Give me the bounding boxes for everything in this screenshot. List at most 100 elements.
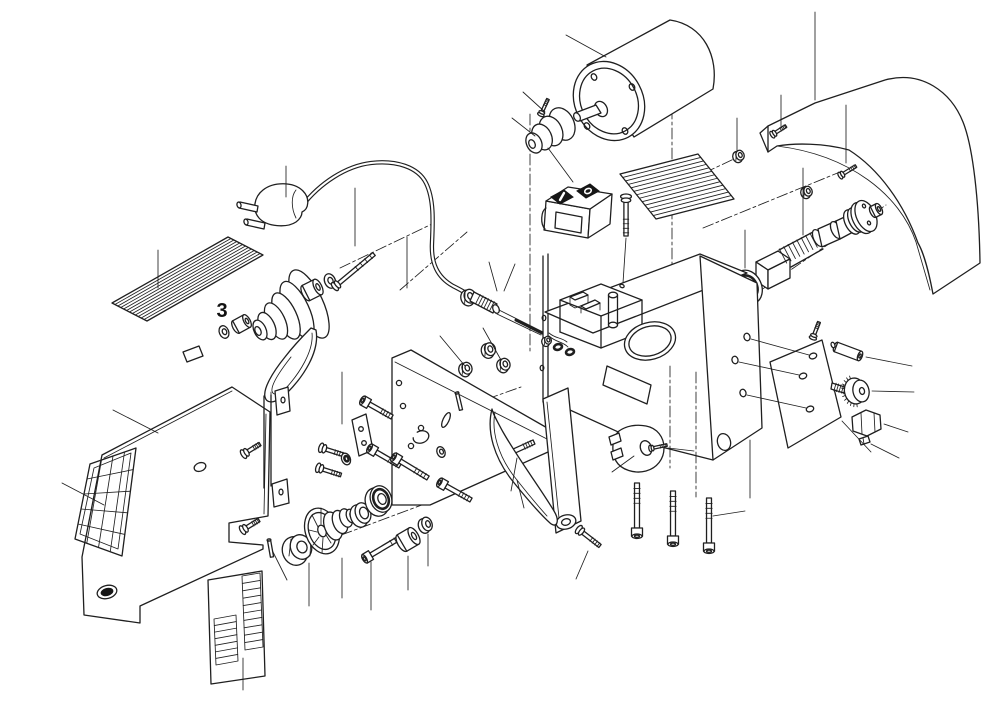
bushing-small-outer	[436, 446, 446, 458]
spindle-thread-bot	[790, 248, 824, 268]
pulley-shaft-thread	[368, 254, 373, 260]
side-cover-ridge	[103, 390, 233, 459]
gland-rod-dark	[514, 318, 544, 335]
cover-handle-dark	[100, 587, 114, 597]
bracket-bolt-thread	[522, 443, 526, 450]
panel-bolt-1-thread	[387, 412, 392, 419]
gland-rod-2	[496, 313, 542, 336]
gland-threads	[480, 296, 487, 307]
cover-screw-top-head-face	[242, 447, 250, 457]
gland-threads	[475, 294, 481, 304]
spoke	[321, 537, 324, 554]
locating-pin-2-front	[856, 350, 864, 362]
wall-hole-big	[716, 432, 732, 452]
guard-screw-1-head-face	[771, 129, 778, 137]
v-belt-long-inner	[493, 411, 548, 517]
locating-pin-1-body	[454, 391, 464, 412]
panel-bolt-1-socket	[360, 397, 365, 403]
leader-line	[112, 409, 159, 434]
ribbed-cover-plate-left-stripe	[123, 242, 241, 310]
cam-set-screw-thread	[663, 443, 665, 448]
guard-plate-hole-2	[798, 372, 808, 380]
panel-screw-2-thread	[335, 470, 338, 477]
spindle-threads	[778, 248, 788, 264]
guard-screw-2-thread	[850, 166, 853, 171]
spindle-threads	[787, 243, 796, 260]
spindle-nut-facet-1	[288, 538, 292, 557]
panel-bolt-1-thread	[382, 409, 387, 416]
belt-guard	[759, 76, 981, 295]
guard-screw-2-thread	[848, 167, 852, 172]
switch-recess	[554, 211, 583, 234]
cover-grille	[86, 459, 102, 544]
clamp-knob-knurl	[844, 397, 848, 401]
ribbed-cover-plate-right-stripe	[650, 191, 729, 213]
spec-label-block-b	[213, 614, 239, 666]
spec-label-line-b	[215, 654, 239, 659]
clamp-knob-knurl	[849, 375, 851, 380]
base-bolt-2-shaft	[669, 490, 677, 537]
motor-mount-bracket-edge	[546, 401, 560, 519]
pulley-set-screw-thread	[544, 100, 549, 104]
spindle-square-right	[767, 258, 791, 290]
spoke	[311, 514, 319, 528]
leader-line	[870, 443, 900, 459]
bracket-bolt-thread	[524, 442, 529, 449]
bracket-screw-thread	[589, 536, 594, 542]
spec-label-line-b	[213, 621, 237, 626]
ball-bearing-ring	[371, 487, 391, 511]
gland-threads	[478, 295, 484, 306]
base-screw-right-thread	[815, 325, 820, 328]
spacer-bushing-bore	[244, 317, 250, 325]
leader-line	[510, 457, 518, 492]
spacer-sleeve-front	[407, 526, 421, 546]
clamp-knob-knurl	[846, 400, 850, 404]
callout-label-3: 3	[216, 300, 227, 322]
guard-screw-1-thread	[779, 127, 783, 132]
clamp-knob-knurl	[841, 387, 845, 390]
spindle-stub-bore	[876, 206, 882, 212]
cover-screw-top-thread	[255, 443, 259, 449]
hinge-bracket-top-hole	[280, 396, 286, 404]
ribbed-cover-plate-left-stripe	[120, 241, 238, 308]
panel-screw-2-thread	[338, 471, 341, 478]
cover-grille-inner	[79, 452, 132, 550]
ribbed-cover-plate-left-stripe	[117, 239, 235, 307]
bracket-screw-thread	[596, 542, 601, 548]
diagram-art	[61, 11, 981, 691]
switch-screw-leader	[622, 237, 627, 284]
clamp-bracket-hole-1	[358, 426, 364, 432]
cover-screw-bottom-thread	[254, 519, 258, 525]
clamp-knob-stud-threads	[840, 384, 845, 394]
flange-nut-1-bore	[464, 364, 471, 372]
motor-pulley-face	[525, 132, 543, 154]
side-cover-inner	[263, 413, 267, 515]
panel-screw-1-thread	[336, 450, 339, 456]
side-panel-edge	[394, 361, 550, 441]
panel-screw-1-thread	[333, 449, 337, 455]
base-bolt-1-shaft	[633, 482, 641, 529]
motor-mount-bracket	[542, 387, 582, 534]
leader-line	[883, 423, 909, 433]
leader-line	[750, 338, 810, 356]
base-bolt-2-socket	[669, 542, 677, 546]
leader-line	[746, 394, 807, 409]
guard-plate-clear	[769, 339, 842, 449]
leader-line	[511, 117, 536, 137]
panel-bolt-2-thread	[387, 456, 392, 463]
panel-screw-1-head-face	[321, 444, 328, 454]
panel-hole-2	[399, 402, 407, 410]
clamp-knob-knurl	[849, 402, 852, 406]
spec-label-line-a	[241, 579, 261, 584]
cap-nut-facet-1	[860, 412, 863, 435]
centerline	[339, 223, 433, 269]
clamp-knob-face	[852, 379, 870, 403]
bushing-bore	[424, 520, 432, 528]
clamp-knob-stud-threads	[835, 383, 840, 393]
cover-hole	[193, 461, 207, 473]
leader-line	[841, 420, 872, 453]
base-screw-right-thread	[814, 327, 819, 330]
plug-collar	[291, 189, 297, 219]
leader-line	[575, 550, 589, 580]
motor-shaft-tip	[572, 112, 582, 122]
